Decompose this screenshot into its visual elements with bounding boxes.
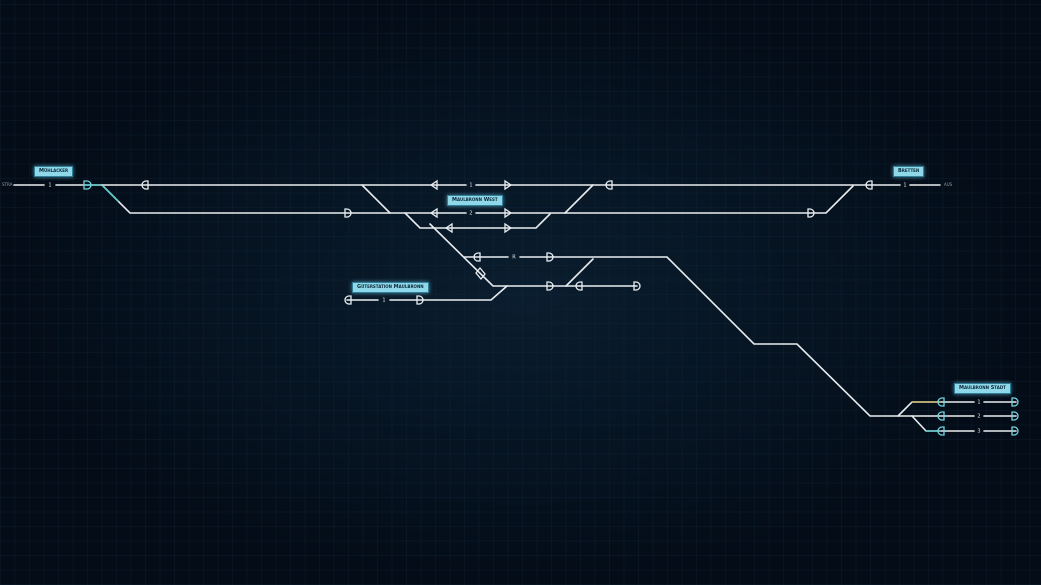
signal-left-branch-low[interactable]: [575, 281, 583, 291]
track-number-city-3: 3: [977, 429, 980, 435]
signal-left-city-2[interactable]: [937, 411, 945, 421]
west-crossover-right[interactable]: [564, 184, 594, 214]
signal-left-right-entry[interactable]: [865, 180, 873, 190]
track-number-city-2: 2: [977, 414, 980, 420]
track-number-branch-r: R: [512, 255, 516, 261]
station-label-muehlacker[interactable]: Mühlacker: [34, 166, 74, 177]
station-label-maulbronn-stadt[interactable]: Maulbronn Stadt: [954, 383, 1011, 394]
signal-left-west-2[interactable]: [429, 207, 438, 219]
signal-left-west-1[interactable]: [429, 179, 438, 191]
station-label-gueterstation[interactable]: Güterstation Maulbronn: [352, 282, 429, 293]
track-number-west-1: 1: [469, 183, 472, 189]
station-label-maulbronn-west[interactable]: Maulbronn West: [447, 195, 503, 206]
signal-right-branch-r[interactable]: [546, 252, 554, 262]
track-number-yard-1: 1: [382, 298, 385, 304]
west-crossover-left[interactable]: [361, 184, 391, 214]
signal-left-city-3[interactable]: [937, 426, 945, 436]
signal-left-branch-diag[interactable]: [475, 266, 486, 281]
exit-label-left: STRA: [2, 182, 13, 187]
signal-left-city-1[interactable]: [937, 397, 945, 407]
signal-left-branch-r[interactable]: [473, 252, 481, 262]
track-number-right-main: 1: [903, 183, 906, 189]
track-number-city-1: 1: [977, 400, 980, 406]
signal-right-branch-end[interactable]: [633, 281, 641, 291]
signal-right-yard[interactable]: [416, 295, 424, 305]
city-track-3[interactable]: [911, 415, 1017, 432]
branch-crossover[interactable]: [565, 258, 594, 287]
signal-right-city-2[interactable]: [1011, 411, 1019, 421]
signal-left-main-1[interactable]: [141, 180, 149, 190]
city-track-1[interactable]: [897, 401, 1017, 417]
branch-diagonal[interactable]: [429, 223, 638, 287]
signal-left-main-east[interactable]: [605, 180, 613, 190]
signal-right-city-1[interactable]: [1011, 397, 1019, 407]
west-track-3[interactable]: [404, 212, 551, 229]
exit-label-right: AUS: [944, 182, 953, 187]
signal-right-west-2[interactable]: [504, 207, 513, 219]
branch-r-track[interactable]: [463, 256, 913, 417]
signal-left-yard[interactable]: [344, 295, 352, 305]
signal-left-west-3[interactable]: [444, 222, 453, 234]
track-number-left-main: 1: [48, 183, 51, 189]
loop-track-2-highlight: [102, 185, 119, 202]
signal-right-loop-end[interactable]: [807, 208, 815, 218]
signal-right-west-3[interactable]: [504, 222, 513, 234]
track-number-west-2: 2: [469, 211, 472, 217]
signal-right-branch-low[interactable]: [546, 281, 554, 291]
signal-right-left-entry[interactable]: [83, 180, 92, 190]
signal-right-loop[interactable]: [344, 208, 352, 218]
signal-right-city-3[interactable]: [1011, 426, 1019, 436]
yard-track-1[interactable]: [346, 285, 508, 301]
station-label-bretten[interactable]: Bretten: [893, 166, 925, 177]
signal-right-west-1[interactable]: [504, 179, 513, 191]
